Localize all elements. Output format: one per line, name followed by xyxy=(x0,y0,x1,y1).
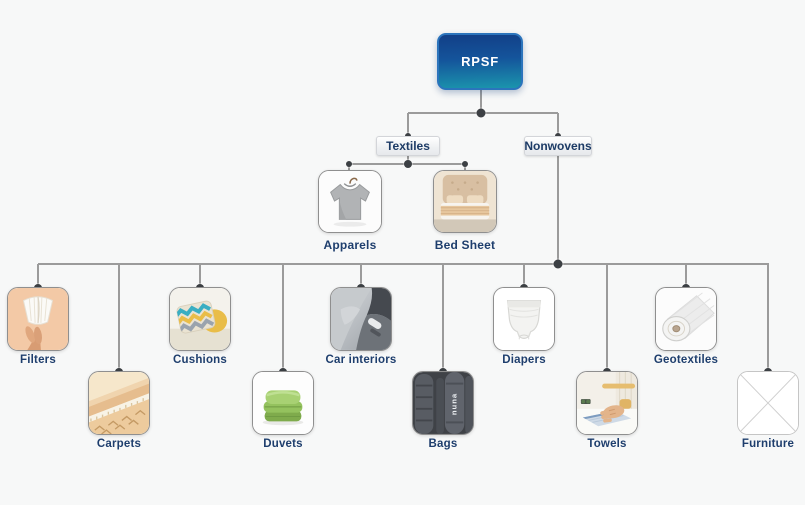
car-interiors-photo xyxy=(330,287,392,351)
bags-label: Bags xyxy=(428,438,458,450)
duvets-label: Duvets xyxy=(263,438,303,450)
carpets-photo xyxy=(88,371,150,435)
car-interior-icon xyxy=(331,288,391,350)
node-nonwovens: Nonwovens xyxy=(524,136,592,156)
filters-photo xyxy=(7,287,69,351)
connector-line xyxy=(282,264,284,371)
connector-line xyxy=(464,164,466,171)
connector-line xyxy=(480,90,482,113)
connector-line xyxy=(38,263,769,265)
bags-photo: nuna xyxy=(412,371,474,435)
diapers-photo xyxy=(493,287,555,351)
carpets-label: Carpets xyxy=(96,438,142,450)
junction-dot xyxy=(462,161,468,167)
geotextiles-label: Geotextiles xyxy=(653,354,719,366)
root-label: RPSF xyxy=(461,54,499,69)
filters-label: Filters xyxy=(20,354,56,366)
coffee-filter-icon xyxy=(8,288,68,350)
carpet-icon xyxy=(89,372,149,434)
connector-line xyxy=(557,113,559,136)
fabric-roll-icon xyxy=(656,288,716,350)
bed-sheet-label: Bed Sheet xyxy=(434,238,496,252)
node-textiles: Textiles xyxy=(376,136,440,156)
cushion-icon xyxy=(170,288,230,350)
towels-label: Towels xyxy=(587,438,627,450)
apparels-label: Apparels xyxy=(323,238,377,252)
junction-dot xyxy=(476,108,486,118)
car-interiors-label: Car interiors xyxy=(325,354,397,366)
cushions-photo xyxy=(169,287,231,351)
connector-line xyxy=(523,264,525,287)
cushions-label: Cushions xyxy=(173,354,227,366)
junction-dot xyxy=(553,259,563,269)
connector-line xyxy=(442,264,444,371)
textiles-label: Textiles xyxy=(386,139,430,153)
bed-icon xyxy=(434,171,496,232)
connector-line xyxy=(118,264,120,371)
connector-line xyxy=(767,264,769,371)
padded-bag-icon: nuna xyxy=(413,372,473,434)
connector-line xyxy=(348,164,350,171)
bed-sheet-photo xyxy=(433,170,497,233)
furniture-photo xyxy=(737,371,799,435)
junction-dot xyxy=(404,160,412,168)
geotextiles-photo xyxy=(655,287,717,351)
connector-line xyxy=(606,264,608,371)
placeholder-x-icon xyxy=(738,372,798,434)
connector-line xyxy=(685,264,687,287)
duvets-photo xyxy=(252,371,314,435)
connector-line xyxy=(199,264,201,287)
nonwovens-label: Nonwovens xyxy=(524,139,592,153)
junction-dot xyxy=(346,161,352,167)
furniture-label: Furniture xyxy=(741,438,795,450)
hand-on-towel-icon xyxy=(577,372,637,434)
node-rpsf: RPSF xyxy=(437,33,523,90)
connector-line xyxy=(407,113,409,136)
bag-brand-text: nuna xyxy=(450,393,459,415)
connector-line xyxy=(557,155,559,264)
green-duvet-icon xyxy=(253,372,313,434)
apparels-photo xyxy=(318,170,382,233)
diaper-icon xyxy=(494,288,554,350)
connector-line xyxy=(37,264,39,287)
tshirt-on-hanger-icon xyxy=(319,171,381,232)
towels-photo xyxy=(576,371,638,435)
connector-line xyxy=(360,264,362,287)
diapers-label: Diapers xyxy=(502,354,546,366)
